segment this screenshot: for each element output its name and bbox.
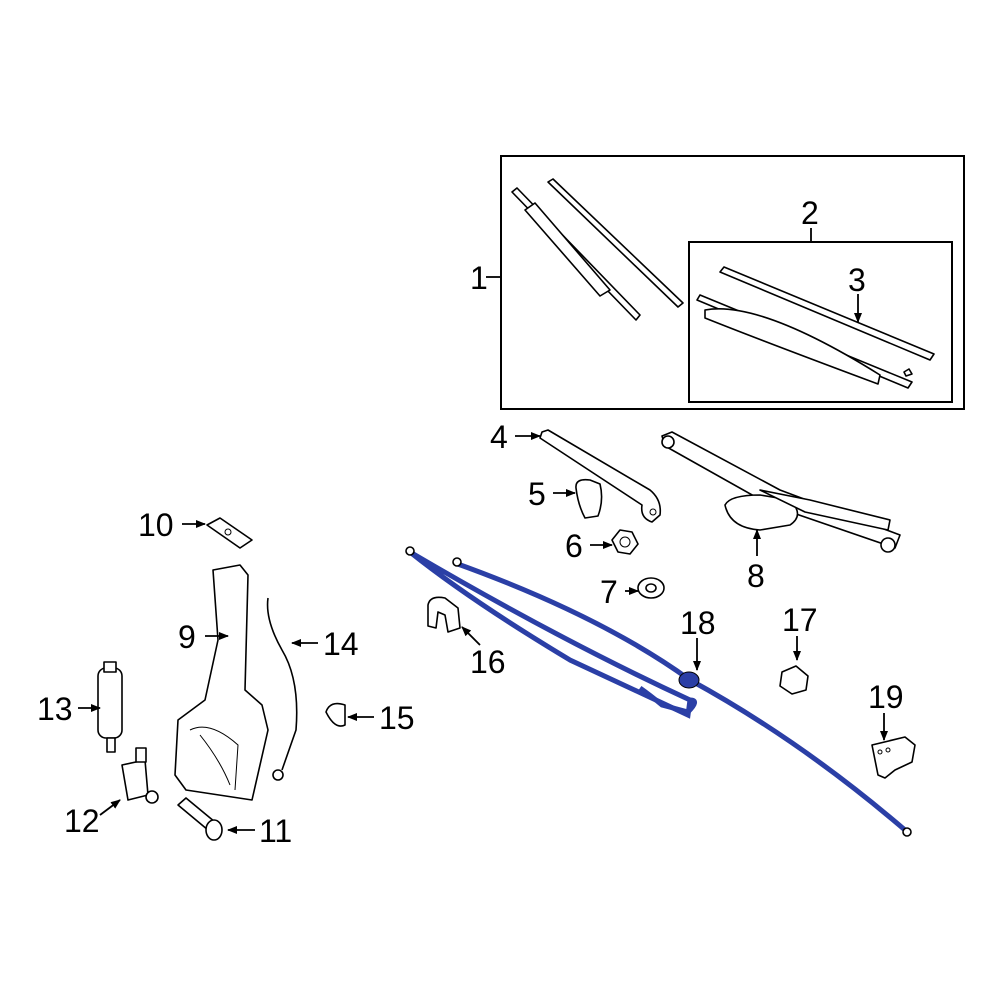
callout-7: 7 bbox=[600, 574, 618, 610]
part-8-wiper-motor-linkage[interactable] bbox=[661, 431, 901, 553]
callout-3: 3 bbox=[848, 262, 866, 298]
part-12-washer-pump[interactable] bbox=[121, 747, 159, 804]
part-11-grommet[interactable] bbox=[177, 797, 223, 841]
callout-15: 15 bbox=[379, 700, 415, 736]
callout-19: 19 bbox=[868, 679, 904, 715]
part-13-washer-pump[interactable] bbox=[97, 661, 123, 753]
callout-8: 8 bbox=[747, 558, 765, 594]
part-10-level-sensor[interactable] bbox=[206, 517, 253, 549]
callout-13: 13 bbox=[37, 691, 73, 727]
callout-10: 10 bbox=[138, 507, 174, 543]
part-16-hose-clip[interactable] bbox=[427, 596, 461, 633]
callout-18: 18 bbox=[680, 605, 716, 641]
part-14-washer-hose[interactable] bbox=[266, 597, 298, 781]
part-9-washer-reservoir[interactable] bbox=[174, 564, 269, 801]
wiper-blade-kit-box bbox=[500, 155, 965, 410]
part-4-wiper-arm[interactable] bbox=[539, 429, 662, 523]
callout-4: 4 bbox=[490, 419, 508, 455]
callout-9: 9 bbox=[178, 619, 196, 655]
part-1-wiper-blades[interactable] bbox=[511, 178, 684, 321]
callout-5: 5 bbox=[528, 476, 546, 512]
part-18-washer-hose[interactable] bbox=[405, 546, 912, 837]
part-5-arm-cap[interactable] bbox=[575, 478, 603, 519]
part-17-clip[interactable] bbox=[779, 665, 809, 695]
part-19-nozzle[interactable] bbox=[871, 736, 916, 779]
callout-1: 1 bbox=[470, 260, 488, 296]
callout-6: 6 bbox=[565, 528, 583, 564]
callout-14: 14 bbox=[323, 626, 359, 662]
callout-12: 12 bbox=[64, 803, 100, 839]
part-15-clip[interactable] bbox=[325, 702, 346, 727]
part-7-washer[interactable] bbox=[637, 577, 665, 599]
part-3-wiper-blade-refill[interactable] bbox=[696, 266, 935, 389]
callout-2: 2 bbox=[801, 195, 819, 231]
callout-16: 16 bbox=[470, 644, 506, 680]
part-6-nut[interactable] bbox=[611, 529, 639, 555]
callout-17: 17 bbox=[782, 602, 818, 638]
leader-lines bbox=[78, 228, 888, 834]
wiper-blade-inner-box bbox=[688, 241, 953, 403]
callout-11: 11 bbox=[259, 813, 292, 849]
